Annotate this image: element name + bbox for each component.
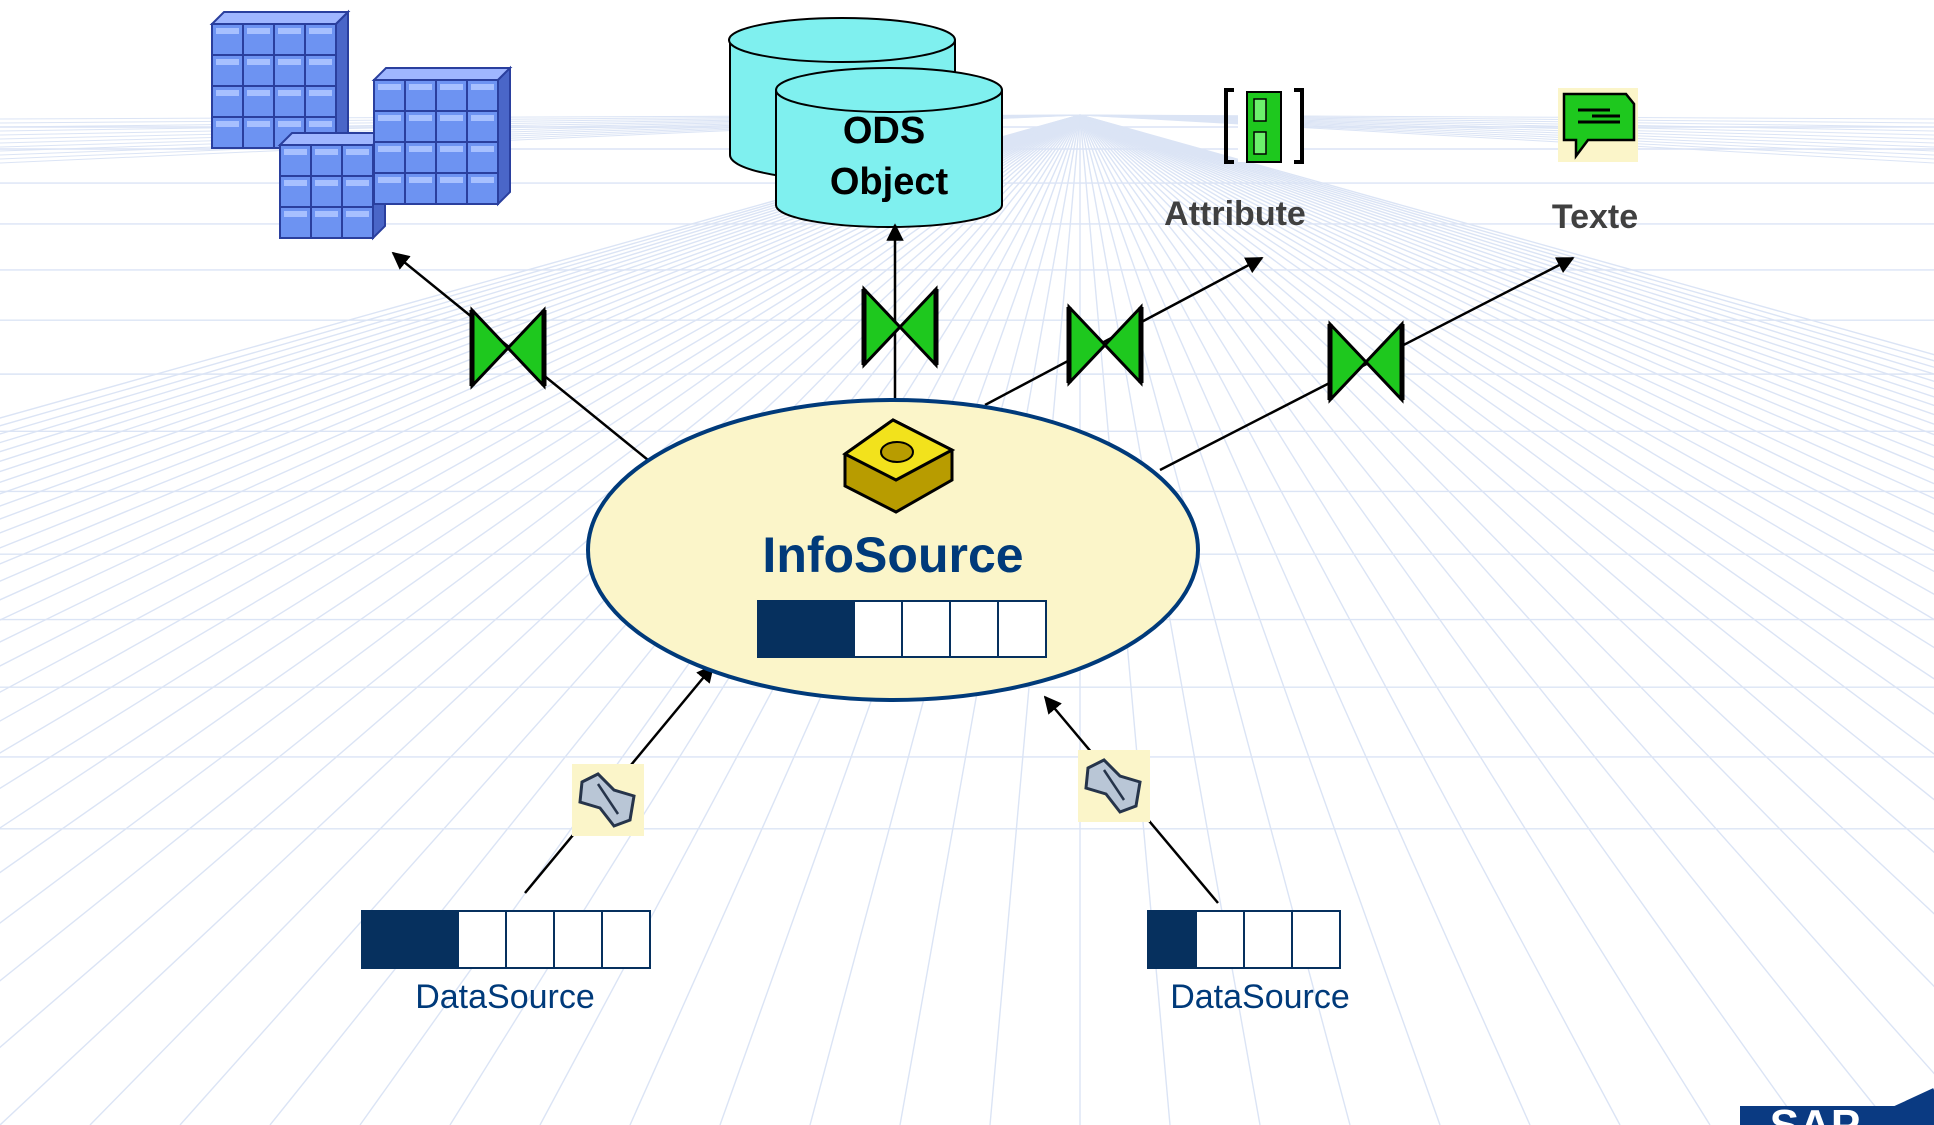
ods-label-line2: Object: [830, 161, 949, 203]
datasource-right-cell: [1195, 910, 1245, 969]
update-rule-ods-icon: [861, 285, 939, 369]
datasource-left-cell: [601, 910, 651, 969]
datasource-right-structure: [1147, 910, 1341, 969]
datasource-left-cell: [361, 910, 411, 969]
datasource-right-label: DataSource: [1170, 978, 1350, 1016]
datasource-left-cell: [553, 910, 603, 969]
infocube-icon: [209, 9, 513, 241]
infosource-icon: [842, 418, 956, 514]
update-rule-texte-icon: [1327, 320, 1405, 404]
datasource-left-cell: [505, 910, 555, 969]
texte-label: Texte: [1552, 198, 1638, 236]
infosource-structure-cell: [853, 600, 903, 658]
infosource-structure-cell: [997, 600, 1047, 658]
infosource-structure-cell: [757, 600, 807, 658]
transfer-rule-right-icon: [1078, 750, 1150, 822]
sap-logo: SAP: [1740, 1088, 1934, 1125]
infosource-structure-cell: [949, 600, 999, 658]
datasource-right-cell: [1291, 910, 1341, 969]
infosource-structure-cell: [805, 600, 855, 658]
update-rule-attribute-icon: [1066, 303, 1144, 387]
update-rule-infocube-icon: [469, 306, 547, 390]
ods-object-icon: ODS Object: [728, 17, 1003, 228]
attribute-icon: [1224, 88, 1304, 164]
datasource-right-cell: [1243, 910, 1293, 969]
transfer-rule-left-icon: [572, 764, 644, 836]
texte-icon: [1558, 88, 1638, 162]
datasource-left-label: DataSource: [415, 978, 595, 1016]
sap-logo-text: SAP: [1770, 1101, 1860, 1125]
infosource-structure-cell: [901, 600, 951, 658]
datasource-left-structure: [361, 910, 651, 969]
attribute-label: Attribute: [1164, 195, 1306, 233]
datasource-left-cell: [409, 910, 459, 969]
datasource-left-cell: [457, 910, 507, 969]
ods-label-line1: ODS: [843, 110, 925, 152]
infosource-structure: [757, 600, 1047, 658]
infosource-label: InfoSource: [762, 527, 1023, 583]
datasource-right-cell: [1147, 910, 1197, 969]
